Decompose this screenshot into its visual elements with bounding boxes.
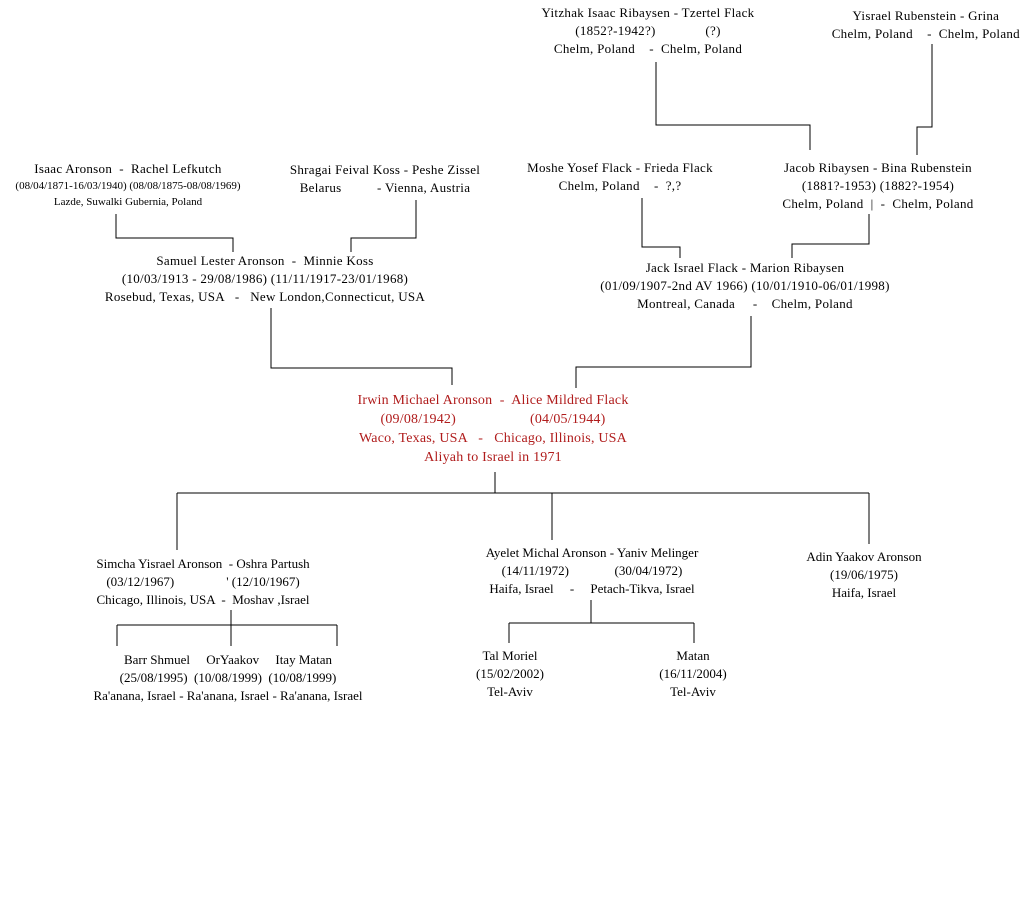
places: Belarus - Vienna, Austria bbox=[299, 180, 471, 195]
person-yitzhak-tzertel: Yitzhak Isaac Ribaysen - Tzertel Flack (… bbox=[542, 4, 755, 58]
connector-simcha-children bbox=[116, 610, 338, 646]
person-tal: Tal Moriel (15/02/2002) Tel-Aviv bbox=[476, 647, 544, 701]
dates: (10/03/1913 - 29/08/1986) (11/11/1917-23… bbox=[121, 271, 409, 286]
dates: (08/04/1871-16/03/1940) (08/08/1875-08/0… bbox=[15, 180, 241, 192]
places: Tel-Aviv bbox=[487, 684, 533, 699]
names: Tal Moriel bbox=[482, 648, 538, 663]
person-jack-marion: Jack Israel Flack - Marion Ribaysen (01/… bbox=[600, 259, 889, 313]
places: Haifa, Israel - Petach-Tikva, Israel bbox=[489, 581, 695, 596]
connector-jacob-marion bbox=[791, 214, 870, 258]
connector-samuel-irwin bbox=[270, 308, 453, 385]
dates: (16/11/2004) bbox=[659, 666, 727, 681]
places: Montreal, Canada - Chelm, Poland bbox=[637, 296, 853, 311]
person-adin: Adin Yaakov Aronson (19/06/1975) Haifa, … bbox=[806, 548, 921, 602]
person-ayelet-yaniv: Ayelet Michal Aronson - Yaniv Melinger (… bbox=[486, 544, 699, 598]
dates: (15/02/2002) bbox=[476, 666, 544, 681]
person-matan: Matan (16/11/2004) Tel-Aviv bbox=[659, 647, 726, 701]
connector-ayelet-children bbox=[508, 600, 695, 643]
person-shragai-peshe: Shragai Feival Koss - Peshe Zissel Belar… bbox=[290, 161, 480, 197]
places: Waco, Texas, USA - Chicago, Illinois, US… bbox=[359, 431, 627, 446]
dates: (1881?-1953) (1882?-1954) bbox=[801, 178, 955, 193]
names: Yitzhak Isaac Ribaysen - Tzertel Flack bbox=[541, 5, 755, 20]
places: Ra'anana, Israel - Ra'anana, Israel - Ra… bbox=[93, 688, 363, 703]
names: Samuel Lester Aronson - Minnie Koss bbox=[156, 253, 374, 268]
names: Irwin Michael Aronson - Alice Mildred Fl… bbox=[357, 393, 629, 408]
connector-shragai-minnie bbox=[350, 200, 417, 252]
connector-moshe-jack bbox=[641, 198, 681, 258]
person-isaac-rachel: Isaac Aronson - Rachel Lefkutch (08/04/1… bbox=[15, 160, 240, 210]
person-simcha-oshra: Simcha Yisrael Aronson - Oshra Partush (… bbox=[96, 555, 309, 609]
aliyah-note: Aliyah to Israel in 1971 bbox=[424, 450, 562, 465]
person-moshe-frieda: Moshe Yosef Flack - Frieda Flack Chelm, … bbox=[527, 159, 713, 195]
person-samuel-minnie: Samuel Lester Aronson - Minnie Koss (10/… bbox=[105, 252, 425, 306]
connector-irwin-children bbox=[176, 472, 870, 550]
places: Chelm, Poland - Chelm, Poland bbox=[553, 41, 743, 56]
person-irwin-alice: Irwin Michael Aronson - Alice Mildred Fl… bbox=[357, 391, 628, 467]
names: Ayelet Michal Aronson - Yaniv Melinger bbox=[485, 545, 699, 560]
places: Chelm, Poland - Chelm, Poland bbox=[831, 26, 1020, 41]
names: Jacob Ribaysen - Bina Rubenstein bbox=[784, 160, 972, 175]
places: Rosebud, Texas, USA - New London,Connect… bbox=[104, 289, 426, 304]
places: Haifa, Israel bbox=[831, 585, 897, 600]
places: Tel-Aviv bbox=[670, 684, 716, 699]
names: Barr Shmuel OrYaakov Itay Matan bbox=[123, 652, 333, 667]
places: Chelm, Poland | - Chelm, Poland bbox=[782, 196, 974, 211]
dates: (01/09/1907-2nd AV 1966) (10/01/1910-06/… bbox=[600, 278, 890, 293]
dates: (19/06/1975) bbox=[830, 567, 898, 582]
places: Chelm, Poland - ?,? bbox=[558, 178, 682, 193]
names: Jack Israel Flack - Marion Ribaysen bbox=[645, 260, 845, 275]
dates: (25/08/1995) (10/08/1999) (10/08/1999) bbox=[119, 670, 337, 685]
person-jacob-bina: Jacob Ribaysen - Bina Rubenstein (1881?-… bbox=[782, 159, 973, 213]
dates: (03/12/1967) ' (12/10/1967) bbox=[106, 574, 300, 589]
connector-jack-alice bbox=[575, 316, 752, 388]
person-yisrael-grina: Yisrael Rubenstein - Grina Chelm, Poland… bbox=[832, 7, 1020, 43]
places: Chicago, Illinois, USA - Moshav ,Israel bbox=[96, 592, 310, 607]
connector-isaac-samuel bbox=[115, 214, 234, 252]
names: Moshe Yosef Flack - Frieda Flack bbox=[527, 160, 713, 175]
names: Adin Yaakov Aronson bbox=[806, 549, 922, 564]
names: Yisrael Rubenstein - Grina bbox=[852, 8, 1000, 23]
places: Lazde, Suwalki Gubernia, Poland bbox=[53, 196, 203, 208]
person-simcha-children: Barr Shmuel OrYaakov Itay Matan (25/08/1… bbox=[93, 651, 362, 705]
dates: (14/11/1972) (30/04/1972) bbox=[501, 563, 683, 578]
names: Simcha Yisrael Aronson - Oshra Partush bbox=[96, 556, 310, 571]
names: Isaac Aronson - Rachel Lefkutch bbox=[34, 161, 222, 176]
connector-yitzhak-jacob bbox=[655, 62, 811, 150]
dates: (09/08/1942) (04/05/1944) bbox=[380, 412, 606, 427]
connector-yisrael-bina bbox=[916, 44, 933, 155]
names: Shragai Feival Koss - Peshe Zissel bbox=[289, 162, 481, 177]
names: Matan bbox=[676, 648, 710, 663]
dates: (1852?-1942?) (?) bbox=[575, 23, 721, 38]
